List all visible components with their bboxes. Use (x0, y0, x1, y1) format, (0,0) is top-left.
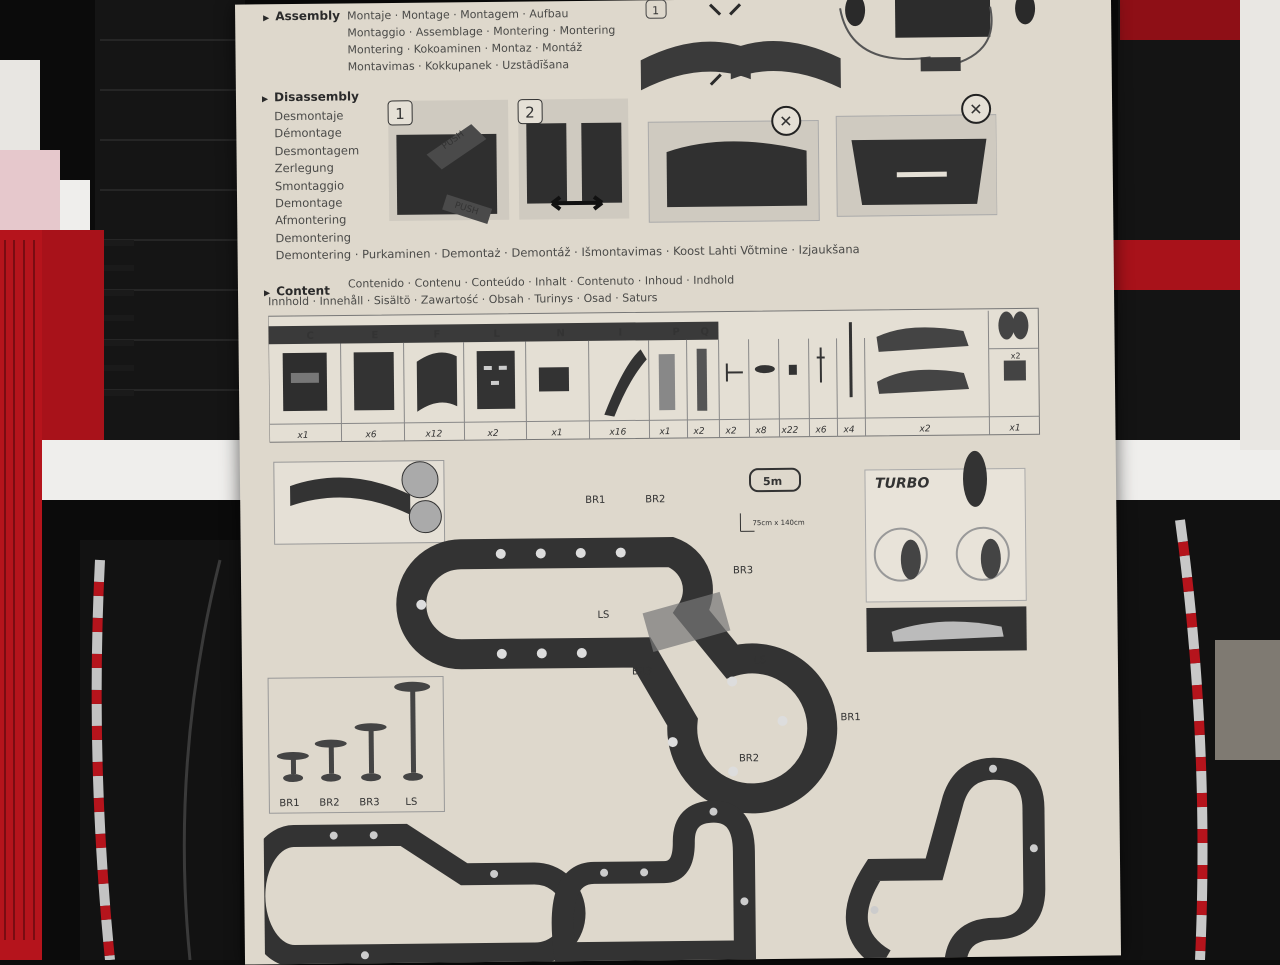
qty-post: x6 (814, 425, 826, 435)
size-badge: 5m (763, 475, 782, 488)
qty-l: x2 (486, 429, 498, 439)
qty-pole: x4 (842, 425, 854, 435)
layout-option-3 (845, 757, 1046, 965)
qty-i: x16 (608, 428, 626, 438)
red-barrier-right (1100, 240, 1240, 290)
content-parts-table: C E F L N I P Q (268, 307, 1041, 443)
label-ls-left: LS (597, 610, 609, 621)
turbo-label: TURBO (875, 475, 930, 492)
label-br3-bottom: BR3 (632, 666, 652, 677)
code-e: E (371, 330, 378, 341)
label-br1-right: BR1 (840, 712, 860, 723)
support-br3: BR3 (359, 797, 379, 808)
support-br1: BR1 (279, 798, 299, 809)
disassembly-step2-badge: 2 (525, 103, 535, 121)
disassembly-illustrations: 1 PUSH PUSH 2 ✕ ✕ (387, 93, 998, 224)
label-br3-top: BR3 (733, 565, 753, 576)
accessory-qty: x2 (1011, 351, 1021, 360)
instruction-sheet: Assembly Montaje · Montage · Montagem · … (234, 0, 1122, 965)
code-q: Q (700, 327, 709, 338)
svg-text:✕: ✕ (779, 112, 793, 131)
qty-clip: x22 (780, 426, 798, 436)
disassembly-heading: Disassembly (262, 89, 359, 104)
qty-cars: x2 (918, 424, 930, 434)
qty-e: x6 (364, 430, 376, 440)
assembly-step-badge: 1 (652, 4, 659, 17)
qty-p: x1 (658, 427, 670, 437)
code-c: C (306, 331, 313, 342)
qty-q: x2 (692, 427, 704, 437)
svg-text:✕: ✕ (969, 100, 983, 119)
code-f: F (433, 329, 440, 340)
code-p: P (672, 327, 679, 338)
qty-c: x1 (296, 431, 308, 441)
label-ls-right: LS (754, 655, 766, 666)
red-barrier-left (0, 225, 42, 960)
code-n: N (556, 328, 564, 339)
qty-pin: x8 (754, 426, 766, 436)
assembly-languages: Montaje · Montage · Montagem · Aufbau Mo… (347, 7, 616, 74)
code-l: L (493, 329, 500, 340)
label-br1-top: BR1 (585, 495, 605, 506)
qty-adapter: x1 (1008, 423, 1020, 433)
assembly-heading: Assembly (263, 9, 340, 24)
qty-connector: x2 (724, 426, 736, 436)
support-br2: BR2 (319, 798, 339, 809)
label-br2-top: BR2 (645, 494, 665, 505)
track-layouts: 5m 75cm x 140cm BR1 BR2 BR3 LS LS BR3 BR… (259, 450, 1046, 965)
support-ls: LS (405, 797, 417, 808)
qty-n: x1 (550, 428, 562, 438)
layout-option-2 (551, 800, 757, 965)
label-br2-bottom: BR2 (739, 753, 759, 764)
layout-option-1 (259, 823, 586, 965)
disassembly-step1-badge: 1 (395, 105, 405, 123)
dimensions-label: 75cm x 140cm (752, 519, 804, 528)
qty-f: x12 (424, 429, 442, 439)
code-i: I (618, 328, 622, 339)
assembly-illustrations: 1 (640, 0, 1036, 91)
